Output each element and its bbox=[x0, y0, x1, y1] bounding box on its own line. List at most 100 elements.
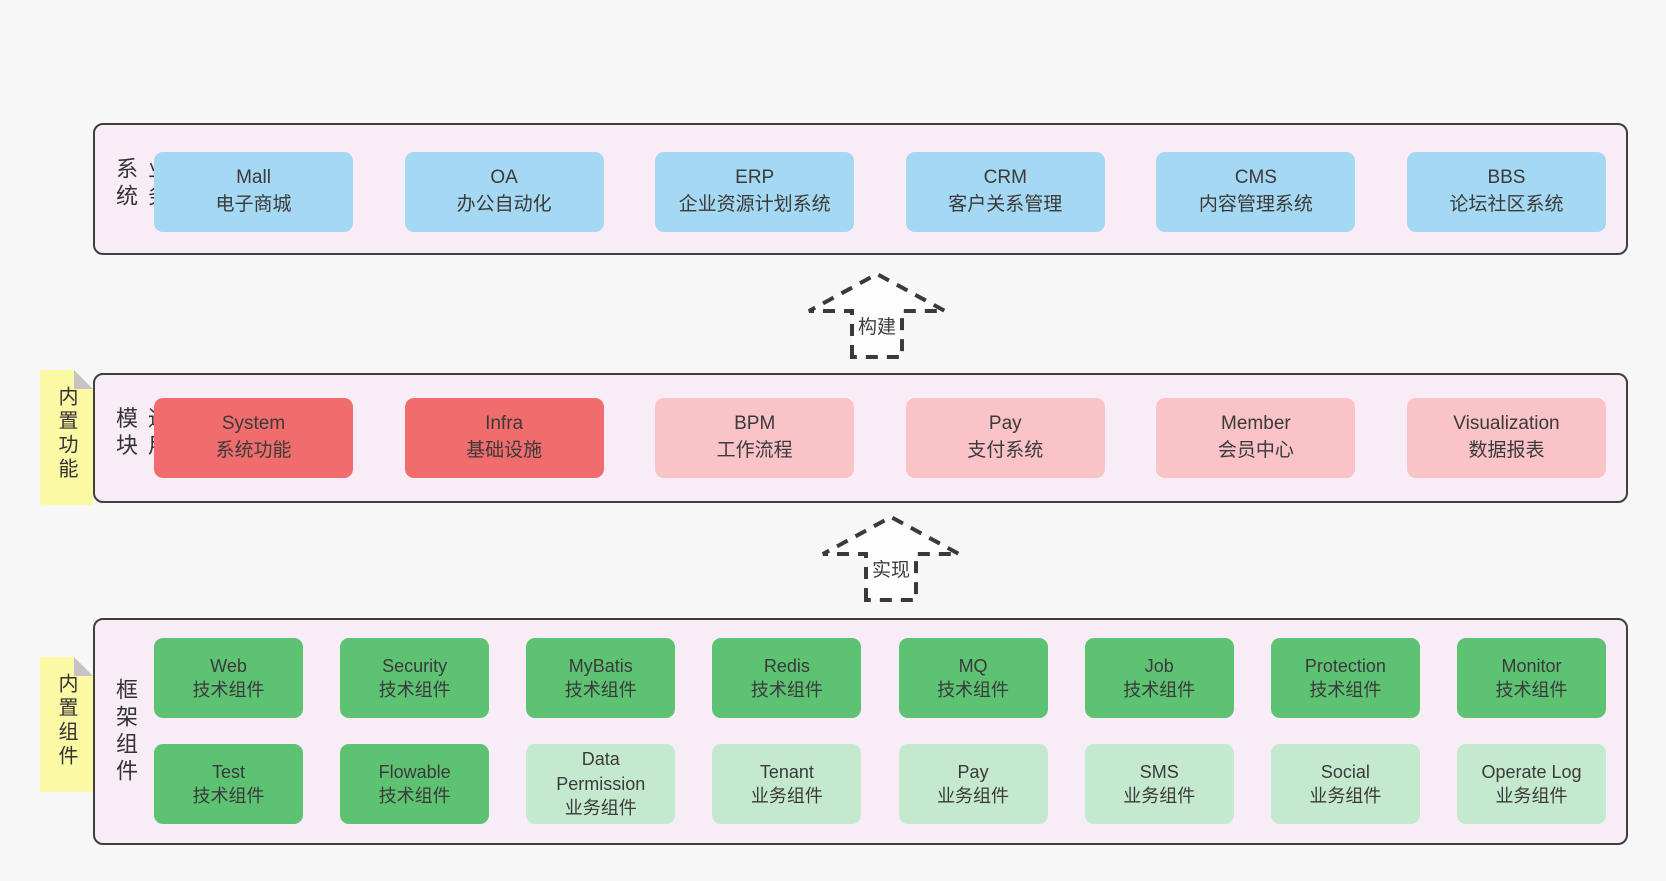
layer-label-components: 框架组件 bbox=[113, 677, 138, 786]
sticky-note-built-in-components: 内置组件 bbox=[40, 657, 93, 792]
box-subtitle: 工作流程 bbox=[716, 440, 793, 461]
box-bbs: BBS 论坛社区系统 bbox=[1406, 152, 1606, 232]
box-subtitle: 技术组件 bbox=[937, 680, 1010, 700]
box-subtitle: 论坛社区系统 bbox=[1449, 194, 1564, 215]
box-title: Monitor bbox=[1501, 655, 1562, 676]
arrow-label: 构建 bbox=[854, 312, 900, 339]
box-subtitle: 技术组件 bbox=[750, 680, 823, 700]
box-title: Data Permission bbox=[556, 749, 646, 794]
box-title: CMS bbox=[1234, 167, 1277, 189]
box-subtitle: 业务组件 bbox=[1309, 786, 1382, 806]
box-data-permission: Data Permission 业务组件 bbox=[526, 744, 676, 824]
note-fold-icon bbox=[74, 657, 93, 676]
box-title: BBS bbox=[1487, 167, 1526, 189]
box-protection: Protection 技术组件 bbox=[1270, 638, 1420, 718]
box-subtitle: 电子商城 bbox=[215, 194, 292, 215]
box-title: Pay bbox=[988, 413, 1022, 435]
box-title: Flowable bbox=[378, 761, 451, 782]
box-social: Social 业务组件 bbox=[1270, 744, 1420, 824]
layer-common-modules: 通用模块 System 系统功能 Infra 基础设施 BPM 工作流程 Pay… bbox=[93, 373, 1628, 503]
box-subtitle: 业务组件 bbox=[1123, 786, 1196, 806]
box-tenant: Tenant 业务组件 bbox=[712, 744, 862, 824]
layer-framework-components: 框架组件 Web 技术组件 Security 技术组件 MyBatis 技术组件… bbox=[93, 618, 1628, 845]
box-title: Pay bbox=[957, 761, 989, 782]
box-redis: Redis 技术组件 bbox=[712, 638, 862, 718]
box-sms: SMS 业务组件 bbox=[1084, 744, 1234, 824]
box-title: Job bbox=[1144, 655, 1174, 676]
modules-box-row: System 系统功能 Infra 基础设施 BPM 工作流程 Pay 支付系统… bbox=[154, 398, 1606, 478]
box-subtitle: 会员中心 bbox=[1217, 440, 1294, 461]
box-erp: ERP 企业资源计划系统 bbox=[655, 152, 855, 232]
box-subtitle: 技术组件 bbox=[378, 680, 451, 700]
box-subtitle: 企业资源计划系统 bbox=[678, 194, 831, 215]
arrow-implement: 实现 bbox=[820, 514, 962, 602]
box-operate-log: Operate Log 业务组件 bbox=[1456, 744, 1606, 824]
box-title: Infra bbox=[485, 413, 524, 435]
box-title: OA bbox=[490, 167, 518, 189]
box-mall: Mall 电子商城 bbox=[154, 152, 353, 232]
layer-business-systems: 业务系统 Mall 电子商城 OA 办公自动化 ERP 企业资源计划系统 CRM… bbox=[93, 123, 1628, 255]
box-infra: Infra 基础设施 bbox=[404, 398, 604, 478]
box-subtitle: 系统功能 bbox=[215, 440, 292, 461]
arrow-build: 构建 bbox=[806, 271, 948, 359]
box-title: BPM bbox=[734, 413, 776, 435]
box-subtitle: 技术组件 bbox=[192, 680, 265, 700]
box-web: Web 技术组件 bbox=[154, 638, 303, 718]
box-flowable: Flowable 技术组件 bbox=[340, 744, 490, 824]
box-subtitle: 内容管理系统 bbox=[1198, 194, 1313, 215]
box-subtitle: 客户关系管理 bbox=[948, 194, 1063, 215]
box-member: Member 会员中心 bbox=[1156, 398, 1356, 478]
box-subtitle: 技术组件 bbox=[1123, 680, 1196, 700]
box-subtitle: 业务组件 bbox=[1495, 786, 1568, 806]
note-label: 内置组件 bbox=[55, 673, 77, 769]
box-title: Visualization bbox=[1453, 413, 1560, 435]
box-title: Security bbox=[382, 655, 448, 676]
box-subtitle: 基础设施 bbox=[466, 440, 543, 461]
box-title: Member bbox=[1221, 413, 1291, 435]
note-label: 内置功能 bbox=[55, 386, 77, 482]
sticky-note-built-in-features: 内置功能 bbox=[40, 370, 93, 505]
box-security: Security 技术组件 bbox=[340, 638, 490, 718]
box-title: Test bbox=[211, 761, 245, 782]
box-title: SMS bbox=[1139, 761, 1179, 782]
note-fold-icon bbox=[74, 370, 93, 389]
box-pay-business: Pay 业务组件 bbox=[898, 744, 1048, 824]
box-mq: MQ 技术组件 bbox=[898, 638, 1048, 718]
box-title: CRM bbox=[983, 167, 1027, 189]
box-subtitle: 业务组件 bbox=[937, 786, 1010, 806]
components-box-row-2: Test 技术组件 Flowable 技术组件 Data Permission … bbox=[154, 744, 1606, 824]
box-title: Social bbox=[1320, 761, 1370, 782]
box-subtitle: 业务组件 bbox=[750, 786, 823, 806]
box-job: Job 技术组件 bbox=[1084, 638, 1234, 718]
box-oa: OA 办公自动化 bbox=[404, 152, 604, 232]
box-title: Redis bbox=[763, 655, 810, 676]
box-cms: CMS 内容管理系统 bbox=[1156, 152, 1356, 232]
box-visualization: Visualization 数据报表 bbox=[1406, 398, 1606, 478]
components-box-row-1: Web 技术组件 Security 技术组件 MyBatis 技术组件 Redi… bbox=[154, 638, 1606, 718]
box-subtitle: 技术组件 bbox=[378, 786, 451, 806]
box-title: Operate Log bbox=[1481, 761, 1582, 782]
box-subtitle: 技术组件 bbox=[192, 786, 265, 806]
box-subtitle: 办公自动化 bbox=[456, 194, 552, 215]
box-pay: Pay 支付系统 bbox=[905, 398, 1105, 478]
box-title: ERP bbox=[735, 167, 775, 189]
arrow-label: 实现 bbox=[868, 555, 914, 582]
box-subtitle: 技术组件 bbox=[1495, 680, 1568, 700]
box-title: MyBatis bbox=[568, 655, 633, 676]
business-box-row: Mall 电子商城 OA 办公自动化 ERP 企业资源计划系统 CRM 客户关系… bbox=[154, 152, 1606, 232]
box-title: Mall bbox=[236, 167, 271, 189]
box-subtitle: 技术组件 bbox=[564, 680, 637, 700]
box-test: Test 技术组件 bbox=[154, 744, 303, 824]
box-title: System bbox=[221, 413, 286, 435]
box-monitor: Monitor 技术组件 bbox=[1456, 638, 1606, 718]
box-title: Web bbox=[210, 655, 247, 676]
box-mybatis: MyBatis 技术组件 bbox=[526, 638, 676, 718]
box-subtitle: 数据报表 bbox=[1468, 440, 1545, 461]
box-system: System 系统功能 bbox=[154, 398, 353, 478]
box-subtitle: 支付系统 bbox=[967, 440, 1044, 461]
box-title: Protection bbox=[1304, 655, 1386, 676]
box-subtitle: 技术组件 bbox=[1309, 680, 1382, 700]
box-title: MQ bbox=[958, 655, 988, 676]
box-bpm: BPM 工作流程 bbox=[655, 398, 855, 478]
